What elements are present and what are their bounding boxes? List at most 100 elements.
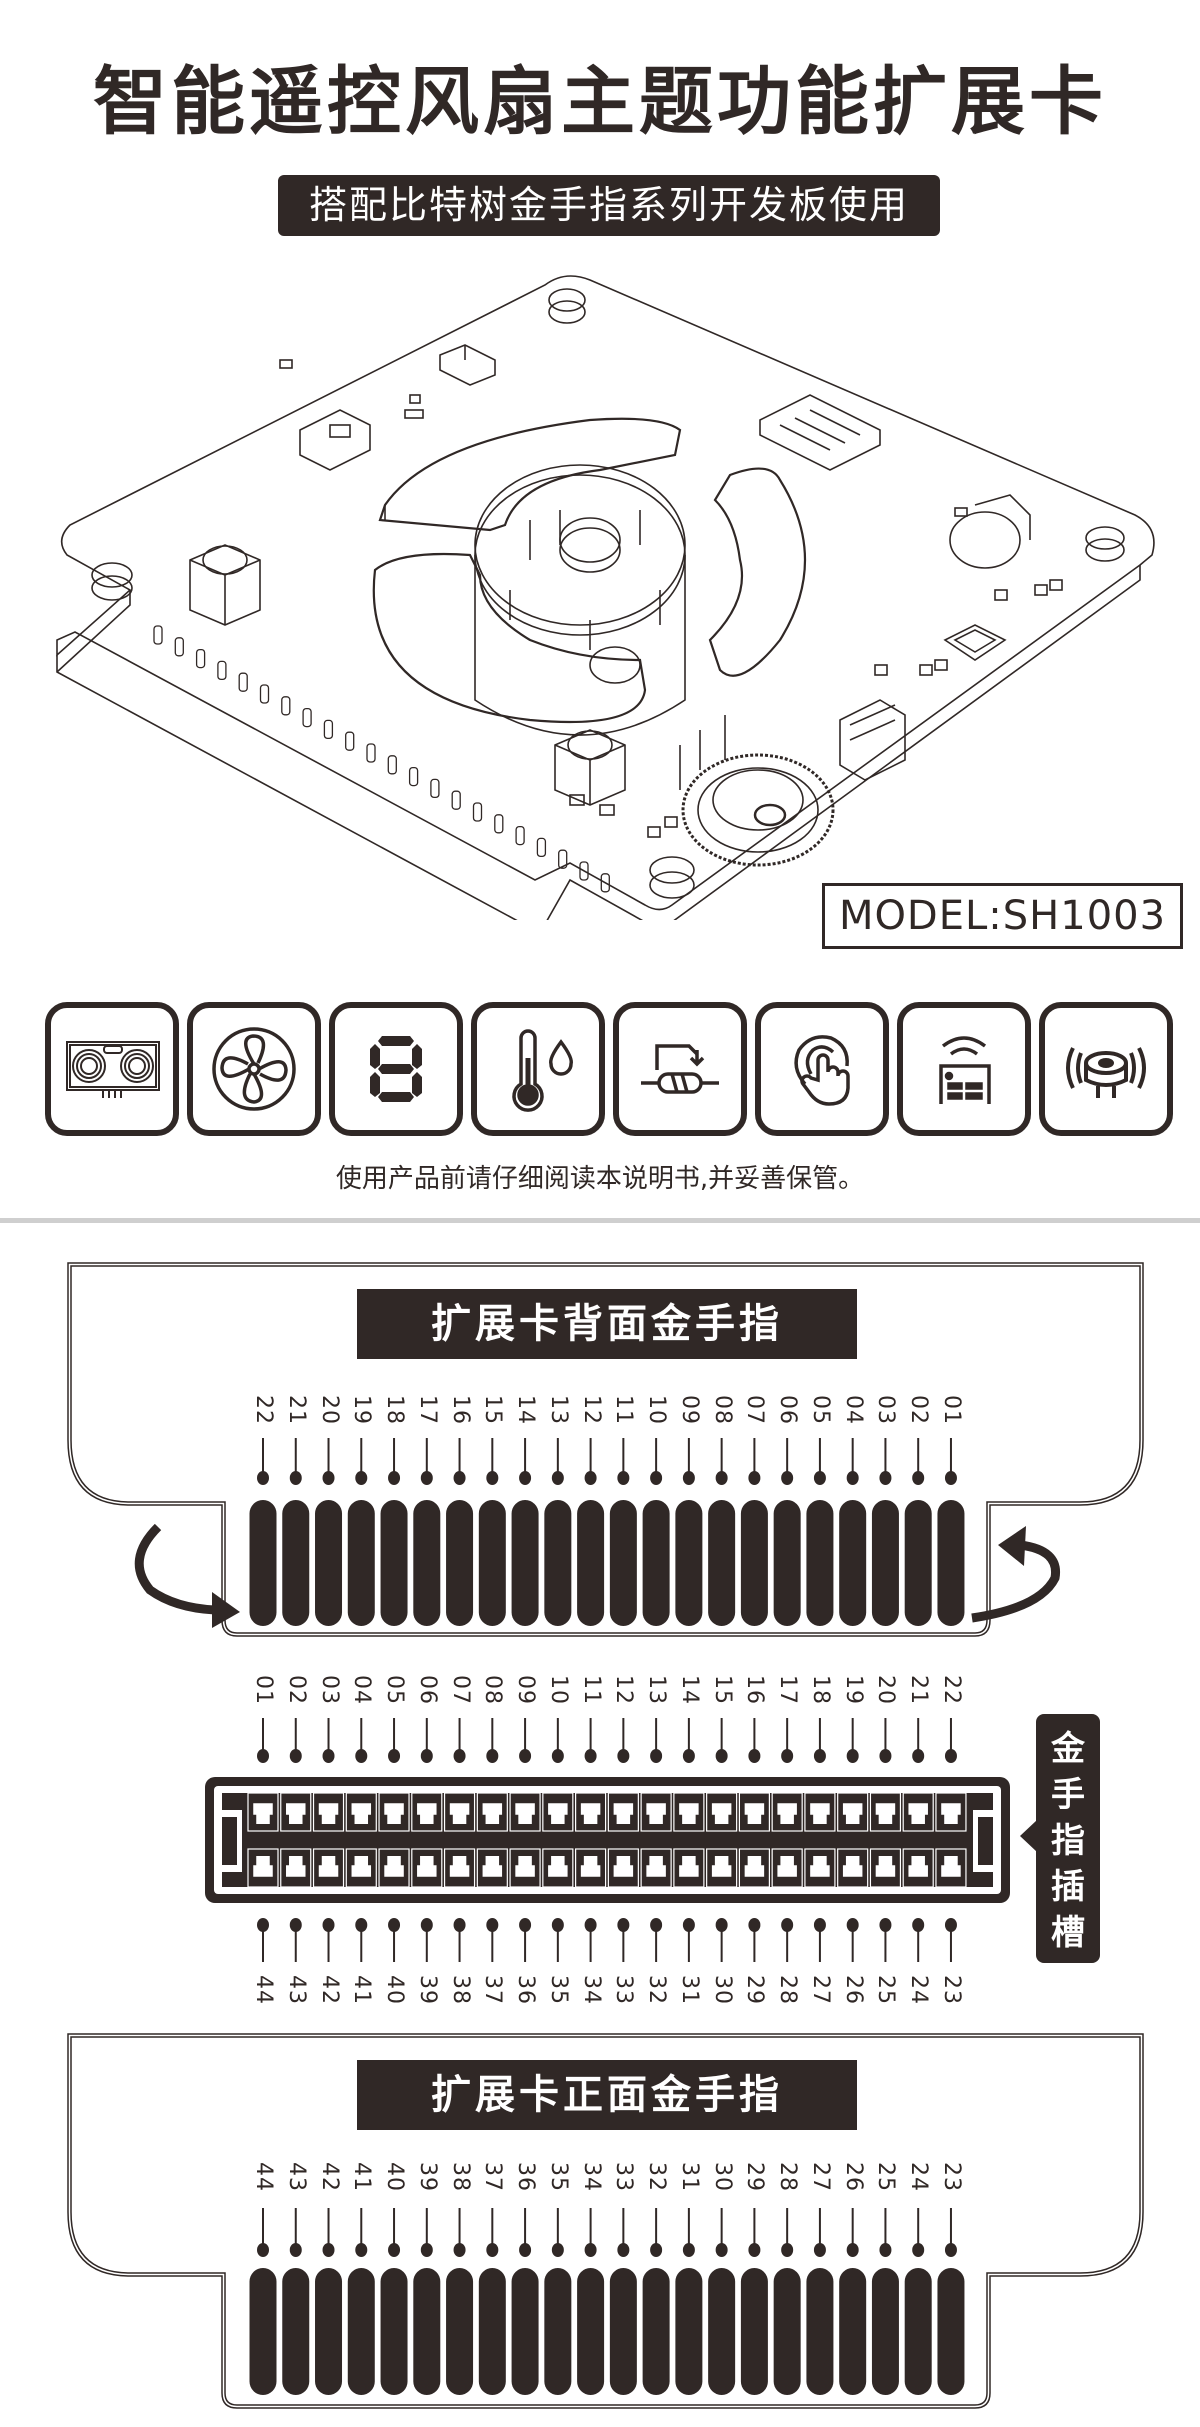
back-pin-label: 21 xyxy=(283,1395,309,1425)
slot-top-pin-label: 05 xyxy=(382,1675,408,1705)
slot-top-pin-label: 06 xyxy=(414,1675,440,1705)
slot-spring-bottom xyxy=(810,1856,830,1877)
slot-bottom-pin-label: 43 xyxy=(283,1975,309,2005)
slot-bottom-pin-label: 41 xyxy=(349,1975,375,2005)
slot-top-pin-label: 15 xyxy=(709,1675,735,1705)
slot-label-pointer xyxy=(1020,1820,1037,1852)
slot-pin-dot xyxy=(519,1749,532,1763)
slot-spring-bottom xyxy=(286,1856,306,1877)
slot-pin-dot xyxy=(355,1749,368,1763)
slot-top-pin-label: 11 xyxy=(578,1675,604,1705)
slot-spring-bottom xyxy=(580,1856,601,1877)
slot-spring-top xyxy=(842,1803,863,1824)
slot-pin-dot xyxy=(453,1749,466,1763)
header-pin xyxy=(174,637,184,657)
slot-bottom-pin-label: 42 xyxy=(316,1975,342,2005)
slot-spring-top xyxy=(449,1803,470,1824)
slot-pin-dot xyxy=(617,1918,630,1932)
back-pin-label: 10 xyxy=(644,1395,670,1425)
slot-pin-dot xyxy=(944,1749,957,1763)
header-pin xyxy=(536,837,547,858)
finger-contact xyxy=(740,2268,768,2395)
slot-pin-stems xyxy=(257,1718,957,1962)
pin-dot xyxy=(748,1471,761,1485)
slot-top-pin-label: 03 xyxy=(316,1675,342,1705)
slot-bottom-pin-label: 39 xyxy=(414,1975,440,2005)
back-pin-label: 05 xyxy=(807,1395,833,1425)
header-pin xyxy=(579,861,589,881)
slot-label-char: 金 xyxy=(1051,1729,1085,1769)
pin-dot xyxy=(289,2243,302,2257)
slot-spring-top xyxy=(384,1803,404,1824)
slot-spring-top xyxy=(253,1803,273,1824)
finger-contact xyxy=(773,2268,801,2395)
back-pin-label: 02 xyxy=(906,1395,932,1425)
slot-pin-dot xyxy=(486,1918,499,1932)
slot-bottom-pin-label: 36 xyxy=(513,1975,539,2005)
slot-spring-top xyxy=(679,1803,699,1824)
slot-spring-bottom xyxy=(777,1856,797,1877)
front-pin-label: 25 xyxy=(873,2162,899,2192)
slot-bottom-pin-label: 25 xyxy=(873,1975,899,2005)
pin-dot xyxy=(388,1471,401,1485)
slot-bottom-pin-label: 33 xyxy=(611,1975,637,2005)
slot-bottom-pin-label: 34 xyxy=(578,1975,604,2005)
back-pin-label: 06 xyxy=(775,1395,801,1425)
header-pin xyxy=(558,849,568,869)
pin-dot xyxy=(912,2243,925,2257)
slot-spring-bottom xyxy=(449,1856,470,1877)
slot-pin-dot xyxy=(453,1918,466,1932)
slot-bottom-pin-label: 27 xyxy=(807,1975,833,2005)
back-pin-label: 08 xyxy=(709,1395,735,1425)
header-pin xyxy=(366,743,376,763)
front-pin-label: 24 xyxy=(906,2162,932,2192)
slot-label: 金手指插槽 xyxy=(1036,1714,1100,1963)
finger-contact xyxy=(413,2268,441,2395)
finger-contact xyxy=(806,1500,834,1626)
slot-top-pin-label: 16 xyxy=(742,1675,768,1705)
slot-pin-dot xyxy=(584,1918,597,1932)
slot-bottom-pin-label: 26 xyxy=(840,1975,866,2005)
slot-pin-dot xyxy=(748,1918,761,1932)
finger-contact xyxy=(249,1500,277,1626)
finger-contact xyxy=(315,2268,343,2395)
finger-contact xyxy=(577,2268,605,2395)
front-pin-label: 38 xyxy=(447,2162,473,2192)
finger-contact xyxy=(904,1500,932,1626)
slot-spring-top xyxy=(548,1803,568,1824)
slot-pin-dot xyxy=(813,1918,826,1932)
slot-bottom-pin-label: 35 xyxy=(545,1975,571,2005)
pin-dot xyxy=(551,1471,564,1485)
slot-pin-dot xyxy=(944,1918,957,1932)
front-pin-label: 36 xyxy=(513,2162,539,2192)
header-pin xyxy=(494,814,504,834)
relay-resistor-icon xyxy=(641,1044,719,1094)
front-pin-label: 34 xyxy=(578,2162,604,2192)
header-pin xyxy=(387,755,397,775)
vibration-motor-icon xyxy=(1066,1047,1146,1098)
back-pin-label: 04 xyxy=(840,1395,866,1425)
slot-top-pin-label: 20 xyxy=(873,1675,899,1705)
header-pin xyxy=(451,790,461,810)
slot-spring-top xyxy=(941,1803,961,1824)
slot-pin-dot xyxy=(912,1749,925,1763)
slot-label-char: 手 xyxy=(1051,1775,1085,1815)
pin-dot xyxy=(519,2243,532,2257)
slot-pin-dot xyxy=(584,1749,597,1763)
header-pin xyxy=(430,778,440,799)
back-pin-label: 03 xyxy=(873,1395,899,1425)
pin-dot xyxy=(388,2243,401,2257)
slot-spring-bottom xyxy=(417,1856,437,1877)
slot-spring-bottom xyxy=(744,1856,765,1877)
finger-contact xyxy=(282,1500,310,1626)
slot-spring-bottom xyxy=(679,1856,699,1877)
back-pin-label: 12 xyxy=(578,1395,604,1425)
header-pin xyxy=(217,660,227,681)
back-finger-contacts xyxy=(249,1438,965,1626)
slot-bottom-pin-label: 30 xyxy=(709,1975,735,2005)
slot-pin-dot xyxy=(551,1918,564,1932)
finger-contact xyxy=(380,1500,408,1626)
model-number: MODEL:SH1003 xyxy=(822,883,1183,949)
slot-spring-bottom xyxy=(875,1856,896,1877)
slot-spring-top xyxy=(417,1803,437,1824)
